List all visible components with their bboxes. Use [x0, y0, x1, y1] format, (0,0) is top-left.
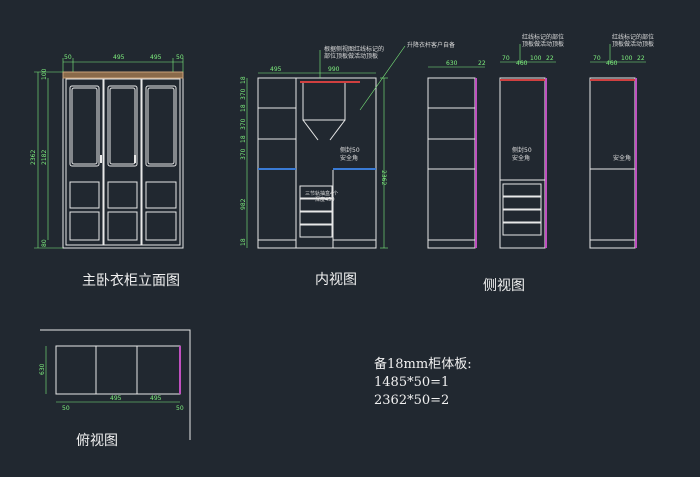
panel-6 [145, 181, 177, 209]
front-elevation [62, 71, 184, 249]
panel-2 [107, 85, 138, 167]
drawer-3 [299, 211, 333, 225]
board-note-line-3: 2362*50=2 [374, 393, 450, 408]
side3-dim-1: 70 [593, 55, 601, 62]
panel-9 [145, 211, 177, 241]
side2-dim-1: 70 [502, 55, 510, 62]
top-title: 俯视图 [76, 433, 118, 449]
lift-rod [302, 82, 346, 121]
panel-3-inner [147, 87, 175, 165]
board-note: 备18mm柜体板: 1485*50=1 2362*50=2 [374, 356, 472, 410]
top-dim-1: 50 [62, 405, 70, 412]
side-view-3 [589, 77, 637, 249]
inner-dims [246, 72, 388, 249]
top-crown [62, 71, 184, 79]
drawer-2 [299, 198, 333, 212]
side-note-4: 顶板做活动顶板 [612, 40, 654, 48]
front-dims [34, 58, 184, 249]
panel-5 [107, 181, 138, 209]
panel-8 [107, 211, 138, 241]
inner-outline [257, 77, 377, 249]
side3-dim-3: 100 [621, 55, 633, 62]
side-view-1 [427, 77, 477, 249]
door-right [141, 78, 181, 246]
side-dim-text: 630 22 70 460 100 22 70 460 100 22 [446, 55, 645, 67]
inner-notes [319, 45, 406, 111]
inner-left-5: 18 [240, 135, 247, 143]
inner-left-8: 18 [240, 238, 247, 246]
door-left [65, 78, 104, 246]
inner-dim-text: 495 990 2362 18 370 18 370 18 370 982 18 [240, 66, 387, 246]
side2-dim-2: 460 [516, 60, 528, 67]
panel-3 [145, 85, 177, 167]
red-note-1: 根据侧视图红线标记的 [324, 45, 384, 53]
drawer-4 [299, 224, 333, 238]
front-dim-text: 50 495 495 50 2362 2182 100 80 [30, 54, 184, 247]
inner-left-1: 18 [240, 76, 247, 84]
side-view-2 [499, 77, 547, 249]
front-dim-3: 495 [150, 54, 162, 61]
inner-left-6: 370 [240, 148, 247, 160]
door-middle [103, 78, 142, 246]
inner-dim-495: 495 [270, 66, 282, 73]
front-dim-inner: 2182 [41, 150, 48, 165]
front-dim-4: 50 [176, 54, 184, 61]
inner-title: 内视图 [315, 272, 357, 288]
drawer-note: 三节轨抽盒4个 [305, 190, 338, 197]
side-note-3: 红线标记的部位 [612, 33, 654, 41]
front-dim-1: 50 [64, 54, 72, 61]
top-view [40, 329, 191, 440]
side-plate-note: 侧封50 [340, 146, 360, 154]
front-title: 主卧衣柜立面图 [82, 273, 180, 289]
drawer-depth: 深度450 [315, 196, 335, 203]
top-dim-3: 495 [150, 395, 162, 402]
inner-left-2: 370 [240, 88, 247, 100]
panel-7 [69, 211, 100, 241]
inner-dim-height: 2362 [380, 170, 387, 185]
lift-rod-note: 升降衣杆客户自备 [407, 41, 455, 49]
side3-safe: 安全角 [613, 154, 631, 162]
side2-dim-3: 100 [530, 55, 542, 62]
top-dim-2: 495 [110, 395, 122, 402]
wardrobe-outline [62, 71, 184, 249]
front-dim-top: 100 [41, 68, 48, 80]
inner-left-4: 370 [240, 118, 247, 130]
side-note-2: 顶板做活动顶板 [522, 40, 564, 48]
inner-dim-990: 990 [328, 66, 340, 73]
top-dims [45, 346, 180, 403]
red-note-2: 部位顶板做活动顶板 [324, 52, 378, 60]
side1-dim-1: 630 [446, 60, 458, 67]
side3-dim-2: 460 [606, 60, 618, 67]
side-title: 侧视图 [483, 278, 525, 294]
side-dims [428, 44, 646, 68]
top-dim-4: 50 [176, 405, 184, 412]
top-dim-depth: 630 [39, 363, 46, 375]
front-dim-2: 495 [113, 54, 125, 61]
board-note-line-1: 备18mm柜体板: [374, 357, 472, 372]
side3-dim-4: 22 [637, 55, 645, 62]
panel-2-inner [109, 87, 136, 165]
side-note-1: 红线标记的部位 [522, 33, 564, 41]
panel-1-inner [71, 87, 98, 165]
front-dim-height: 2362 [30, 150, 37, 165]
side2-plate: 侧封50 [512, 146, 532, 154]
side2-safe: 安全角 [512, 154, 530, 162]
side1-dim-2: 22 [478, 60, 486, 67]
inner-left-7: 982 [240, 198, 247, 210]
panel-4 [69, 181, 100, 209]
front-dim-bottom: 80 [41, 239, 48, 247]
inner-left-3: 18 [240, 104, 247, 112]
safe-corner-note: 安全角 [340, 154, 358, 162]
inner-view [257, 77, 377, 249]
board-note-line-2: 1485*50=1 [374, 375, 450, 390]
panel-1 [69, 85, 100, 167]
drawer-1 [299, 185, 333, 199]
side2-dim-4: 22 [546, 55, 554, 62]
